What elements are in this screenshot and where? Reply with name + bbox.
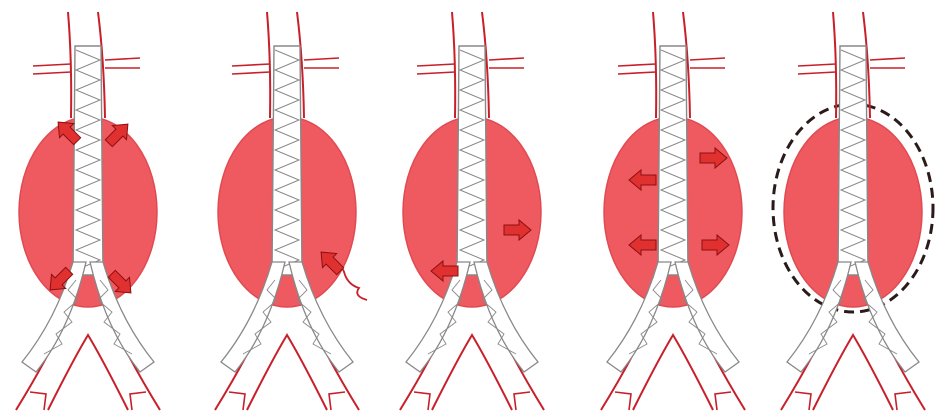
panel-3-type-iii-endoleak xyxy=(400,12,544,410)
internal-iliac-left xyxy=(30,392,46,410)
renal-artery-left xyxy=(798,64,836,74)
iliac-bifurcation-inner xyxy=(813,335,893,410)
internal-iliac-right xyxy=(130,392,146,410)
renal-artery-right xyxy=(105,58,140,68)
iliac-bifurcation-inner xyxy=(48,335,128,410)
aorta-wall-left xyxy=(68,12,71,118)
internal-iliac-right xyxy=(715,392,731,410)
renal-artery-right xyxy=(304,58,339,68)
internal-iliac-left xyxy=(795,392,811,410)
iliac-bifurcation-inner xyxy=(432,335,512,410)
aorta-wall-left xyxy=(267,12,270,118)
renal-artery-left xyxy=(232,64,270,74)
internal-iliac-left xyxy=(414,392,430,410)
internal-iliac-right xyxy=(895,392,911,410)
renal-artery-right xyxy=(489,58,524,68)
renal-artery-left xyxy=(417,64,455,74)
renal-artery-right xyxy=(690,58,725,68)
iliac-bifurcation-inner xyxy=(247,335,327,410)
internal-iliac-right xyxy=(514,392,530,410)
panel-5-type-v-endotension xyxy=(773,12,933,410)
internal-iliac-right xyxy=(329,392,345,410)
renal-artery-right xyxy=(870,58,905,68)
panel-1-type-i-endoleak xyxy=(16,12,160,410)
aorta-wall-left xyxy=(452,12,455,118)
panel-4-type-iv-endoleak xyxy=(601,12,745,410)
internal-iliac-left xyxy=(615,392,631,410)
panel-2-type-ii-endoleak xyxy=(215,12,367,410)
aorta-wall-left xyxy=(833,12,836,118)
internal-iliac-left xyxy=(229,392,245,410)
renal-artery-left xyxy=(618,64,656,74)
aorta-wall-left xyxy=(653,12,656,118)
renal-artery-left xyxy=(33,64,71,74)
iliac-bifurcation-inner xyxy=(633,335,713,410)
